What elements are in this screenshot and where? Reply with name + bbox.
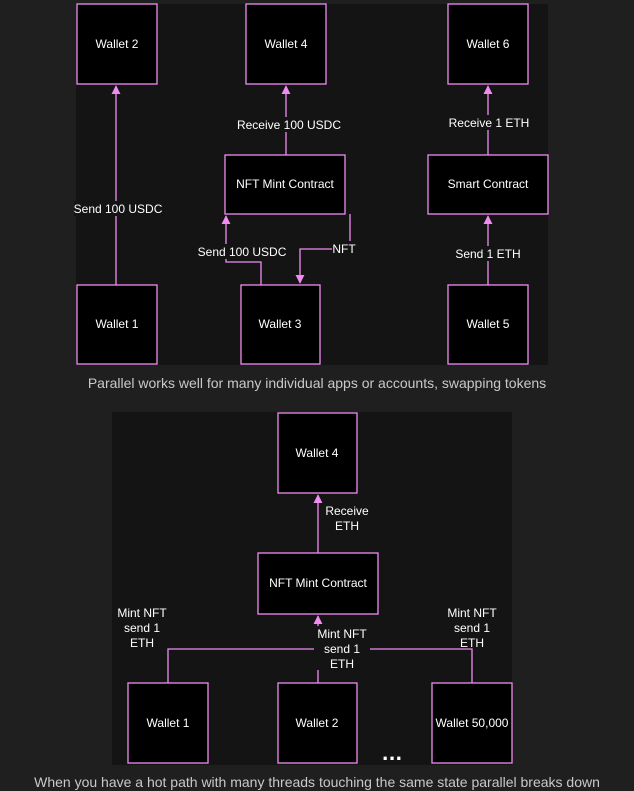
label-receive-eth-bottom: Receive ETH: [325, 504, 369, 533]
wallet-2-box-bottom[interactable]: Wallet 2: [277, 682, 358, 764]
wallet-2-box[interactable]: Wallet 2: [76, 3, 158, 85]
wallet-6-box[interactable]: Wallet 6: [447, 3, 529, 85]
svg-text:ETH: ETH: [130, 636, 154, 650]
svg-text:Wallet 4: Wallet 4: [265, 37, 308, 51]
svg-text:Wallet 1: Wallet 1: [147, 716, 190, 730]
label-receive-eth: Receive 1 ETH: [449, 115, 530, 130]
label-mint-wallet1: Mint NFT send 1 ETH: [117, 606, 167, 650]
svg-text:send 1: send 1: [324, 642, 360, 656]
wallet-3-box[interactable]: Wallet 3: [240, 284, 321, 365]
nft-mint-contract-box-bottom[interactable]: NFT Mint Contract: [257, 552, 379, 615]
svg-text:NFT Mint Contract: NFT Mint Contract: [269, 576, 367, 590]
svg-text:Send 100 USDC: Send 100 USDC: [74, 202, 163, 216]
svg-text:ETH: ETH: [330, 657, 354, 671]
svg-text:Mint NFT: Mint NFT: [117, 606, 167, 620]
svg-text:Wallet 6: Wallet 6: [467, 37, 510, 51]
label-send-usdc-middle: Send 100 USDC: [197, 244, 287, 259]
more-wallets-ellipsis: ...: [382, 744, 403, 765]
svg-text:ETH: ETH: [460, 636, 484, 650]
wallet-4-box-bottom[interactable]: Wallet 4: [277, 412, 358, 494]
label-receive-usdc: Receive 100 USDC: [237, 117, 341, 132]
label-mint-wallet2: Mint NFT send 1 ETH: [314, 626, 370, 671]
wallet-5-box[interactable]: Wallet 5: [447, 284, 529, 365]
wallet-1-box-bottom[interactable]: Wallet 1: [127, 682, 209, 764]
svg-text:Receive: Receive: [325, 504, 369, 518]
svg-text:Receive 1 ETH: Receive 1 ETH: [449, 116, 530, 130]
svg-text:Wallet 2: Wallet 2: [96, 37, 139, 51]
wallet-4-box[interactable]: Wallet 4: [245, 3, 327, 85]
svg-text:Wallet 5: Wallet 5: [467, 317, 510, 331]
svg-text:Send 1 ETH: Send 1 ETH: [455, 247, 520, 261]
svg-text:Send 100 USDC: Send 100 USDC: [198, 245, 287, 259]
svg-text:Wallet 3: Wallet 3: [259, 317, 302, 331]
svg-text:send 1: send 1: [454, 621, 490, 635]
edge-wallet3-to-contract: [221, 215, 262, 285]
svg-text:Wallet 4: Wallet 4: [296, 446, 339, 460]
svg-text:Wallet 50,000: Wallet 50,000: [436, 716, 509, 730]
wallet-1-box[interactable]: Wallet 1: [76, 284, 158, 365]
svg-text:NFT Mint Contract: NFT Mint Contract: [236, 177, 334, 191]
svg-text:Mint NFT: Mint NFT: [447, 606, 497, 620]
label-send-eth: Send 1 ETH: [455, 246, 521, 261]
smart-contract-box[interactable]: Smart Contract: [427, 154, 549, 215]
wallet-50000-box[interactable]: Wallet 50,000: [431, 682, 513, 764]
label-mint-wallet50000: Mint NFT send 1 ETH: [447, 606, 497, 650]
svg-text:ETH: ETH: [335, 519, 359, 533]
svg-text:NFT: NFT: [332, 242, 356, 256]
edge-contract-to-wallet3: [295, 214, 351, 284]
svg-text:Wallet 1: Wallet 1: [96, 317, 139, 331]
svg-text:Mint NFT: Mint NFT: [317, 627, 367, 641]
svg-text:send 1: send 1: [124, 621, 160, 635]
label-nft: NFT: [332, 241, 356, 256]
top-caption: Parallel works well for many individual …: [87, 375, 547, 391]
label-send-usdc-left: Send 100 USDC: [74, 201, 163, 216]
nft-mint-contract-box[interactable]: NFT Mint Contract: [224, 154, 346, 215]
svg-text:Smart Contract: Smart Contract: [448, 177, 529, 191]
svg-text:Wallet 2: Wallet 2: [296, 716, 339, 730]
svg-text:Receive 100 USDC: Receive 100 USDC: [237, 118, 341, 132]
bottom-caption: When you have a hot path with many threa…: [34, 774, 600, 790]
